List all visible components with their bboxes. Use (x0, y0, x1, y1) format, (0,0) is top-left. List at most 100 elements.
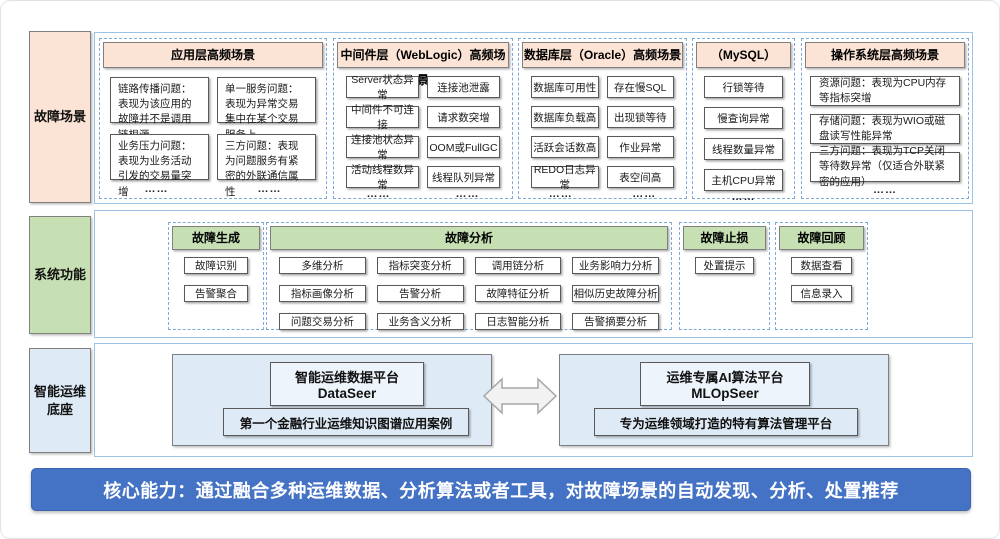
function-item: 业务影响力分析 (572, 257, 659, 274)
ellipsis: …… (455, 188, 480, 200)
column-header: 数据库层（Oracle）高频场景 (522, 42, 683, 68)
function-item: 信息录入 (791, 285, 852, 302)
aiops-base-label: 智能运维 底座 (29, 348, 91, 453)
function-item-list: 处置提示 (680, 250, 769, 274)
fault-scenarios-section: 应用层高频场景 链路传播问题：表现为该应用的故障并不是调用链根源单一服务问题：表… (94, 32, 973, 204)
function-item: 指标画像分析 (279, 285, 366, 302)
column-application-layer: 应用层高频场景 链路传播问题：表现为该应用的故障并不是调用链根源单一服务问题：表… (99, 38, 327, 199)
scenario-card-list: 资源问题：表现为CPU内存等指标突增存储问题：表现为WIO或磁盘读写性能异常三方… (802, 68, 968, 188)
mlopseer-subtitle-box: 专为运维领域打造的特有算法管理平台 (594, 408, 858, 436)
function-item: 告警聚合 (184, 285, 248, 302)
function-item: 故障特征分析 (474, 285, 562, 302)
scenario-card: 作业异常 (606, 136, 674, 158)
group-header: 故障回顾 (779, 226, 864, 250)
scenario-card: 存在慢SQL (606, 76, 674, 98)
ellipsis-row: …… …… (100, 180, 326, 198)
scenario-card: 数据库可用性 (531, 76, 599, 98)
column-database-oracle: 数据库层（Oracle）高频场景 数据库可用性存在慢SQL 数据库负载高出现锁等待… (518, 38, 687, 200)
group-fault-mitigation: 故障止损 处置提示 (679, 222, 770, 330)
dataseer-title-box: 智能运维数据平台 DataSeer (270, 362, 424, 406)
scenario-card: 连接池泄露 (427, 76, 500, 98)
scenario-card-list: 行锁等待慢查询异常线程数量异常主机CPU异常 (693, 68, 794, 191)
mlopseer-title-box: 运维专属AI算法平台 MLOpSeer (640, 362, 810, 406)
ellipsis-row: …… (693, 191, 794, 203)
aiops-base-section: 智能运维数据平台 DataSeer 第一个金融行业运维知识图谱应用案例 运维专属… (94, 343, 973, 457)
scenario-card: 单一服务问题：表现为异常交易集中在某个交易服务上 (217, 77, 316, 141)
system-functions-label: 系统功能 (29, 216, 91, 334)
scenario-card: 三方问题：表现为TCP关闭等待数异常（仅适合外联紧密的应用） (810, 145, 960, 188)
scenario-card: 主机CPU异常 (704, 169, 783, 191)
platform-name: MLOpSeer (691, 386, 759, 401)
ellipsis: …… (366, 188, 391, 200)
scenario-card: 连接池状态异常 (346, 134, 419, 161)
column-middleware-weblogic: 中间件层（WebLogic）高频场景 Server状态异常连接池泄露中间件不可连… (333, 38, 513, 200)
scenario-card: 数据库负载高 (531, 106, 599, 128)
column-os-layer: 操作系统层高频场景 资源问题：表现为CPU内存等指标突增存储问题：表现为WIO或… (801, 38, 969, 199)
scenario-card: 活跃会话数高 (531, 136, 599, 158)
scenario-card: Server状态异常 (346, 74, 419, 101)
ellipsis: …… (731, 191, 756, 203)
platform-title: 智能运维数据平台 (294, 370, 399, 385)
scenario-card-list: 链路传播问题：表现为该应用的故障并不是调用链根源单一服务问题：表现为异常交易集中… (100, 68, 326, 198)
scenario-card: 三方问题：表现为问题服务有紧密的外联通信属性 (217, 134, 316, 198)
core-capability-bar: 核心能力：通过融合多种运维数据、分析算法或者工具，对故障场景的自动发现、分析、处… (31, 468, 971, 511)
scenario-card: 链路传播问题：表现为该应用的故障并不是调用链根源 (110, 77, 209, 141)
ellipsis: …… (548, 188, 573, 200)
scenario-card: REDO日志异常 (531, 164, 599, 191)
scenario-card: 线程数量异常 (704, 138, 783, 160)
scenario-card: 存储问题：表现为WIO或磁盘读写性能异常 (810, 114, 960, 144)
column-header: （MySQL） (696, 42, 791, 68)
scenario-card-list: Server状态异常连接池泄露中间件不可连接请求数突增连接池状态异常 OOM或Fu… (334, 68, 512, 191)
dataseer-subtitle-box: 第一个金融行业运维知识图谱应用案例 (223, 408, 469, 436)
function-item: 指标突变分析 (376, 257, 464, 274)
system-functions-section: 故障生成 故障识别告警聚合 故障分析 多维分析指标突变分析调用链分析业务影响力分… (94, 210, 973, 338)
column-database-mysql: （MySQL） 行锁等待慢查询异常线程数量异常主机CPU异常 …… (692, 38, 795, 203)
scenario-card: 业务压力问题：表现为业务活动引发的交易量突增 (110, 134, 209, 198)
group-fault-generation: 故障生成 故障识别告警聚合 (168, 222, 264, 330)
group-header: 故障生成 (172, 226, 260, 250)
ellipsis: …… (144, 183, 169, 195)
function-item: 相似历史故障分析 (572, 285, 659, 302)
fault-scenarios-label: 故障场景 (29, 31, 91, 203)
column-header: 中间件层（WebLogic）高频场景 (337, 42, 509, 87)
double-arrow-icon (482, 375, 558, 417)
scenario-card: 表空间高 (606, 166, 674, 188)
function-item: 数据查看 (791, 257, 852, 274)
scenario-card: 行锁等待 (704, 76, 783, 98)
function-item: 告警摘要分析 (572, 313, 659, 330)
ellipsis: …… (257, 183, 282, 195)
function-item-list: 多维分析指标突变分析调用链分析业务影响力分析指标画像分析告警分析故障特征分析相似… (267, 250, 671, 330)
scenario-card: OOM或FullGC (427, 136, 500, 158)
scenario-card: 线程队列异常 (427, 166, 500, 188)
scenario-card: 慢查询异常 (704, 107, 783, 129)
function-item: 问题交易分析 (279, 313, 366, 330)
scenario-card-list: 数据库可用性存在慢SQL 数据库负载高出现锁等待活跃会话数高作业异常 REDO日志异… (519, 68, 686, 191)
dataseer-platform-box: 智能运维数据平台 DataSeer 第一个金融行业运维知识图谱应用案例 (172, 354, 492, 446)
function-item-list: 数据查看信息录入 (776, 250, 867, 302)
function-item: 故障识别 (184, 257, 248, 274)
scenario-card: 活动线程数异常 (346, 164, 419, 191)
mlopseer-platform-box: 运维专属AI算法平台 MLOpSeer 专为运维领域打造的特有算法管理平台 (559, 354, 889, 446)
function-item-list: 故障识别告警聚合 (169, 250, 263, 302)
ellipsis-row: …… (802, 182, 968, 198)
group-fault-review: 故障回顾 数据查看信息录入 (775, 222, 868, 330)
function-item: 业务含义分析 (376, 313, 464, 330)
function-item: 日志智能分析 (474, 313, 562, 330)
group-fault-analysis: 故障分析 多维分析指标突变分析调用链分析业务影响力分析指标画像分析告警分析故障特… (266, 222, 672, 330)
scenario-card: 中间件不可连接 (346, 104, 419, 131)
scenario-card: 资源问题：表现为CPU内存等指标突增 (810, 76, 960, 106)
ellipsis: …… (873, 184, 897, 196)
ellipsis-row: …… …… (334, 188, 512, 200)
column-header: 操作系统层高频场景 (805, 42, 965, 68)
function-item: 多维分析 (279, 257, 366, 274)
group-header: 故障止损 (683, 226, 766, 250)
platform-name: DataSeer (317, 386, 377, 401)
function-item: 调用链分析 (474, 257, 562, 274)
platform-title: 运维专属AI算法平台 (666, 370, 784, 385)
scenario-card: 出现锁等待 (606, 106, 674, 128)
group-header: 故障分析 (270, 226, 668, 250)
ellipsis: …… (632, 188, 657, 200)
scenario-card: 请求数突增 (427, 106, 500, 128)
ellipsis-row: …… …… (519, 188, 686, 200)
